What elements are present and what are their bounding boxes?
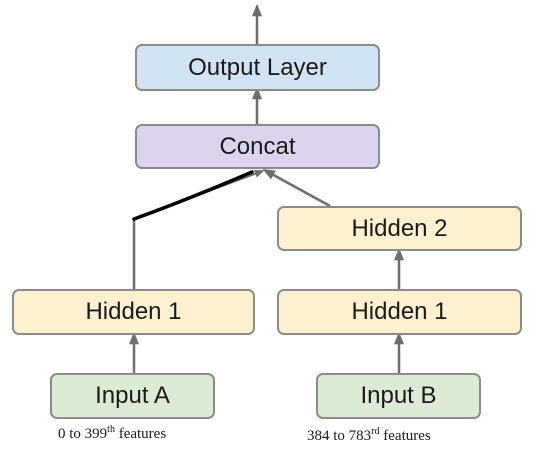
input-b-caption-ordinal: rd bbox=[371, 426, 380, 437]
hidden-1-right-node: Hidden 1 bbox=[277, 289, 522, 335]
hand-drawn-annotation-stroke bbox=[132, 170, 254, 221]
input-a-caption-suffix: features bbox=[114, 426, 167, 442]
input-b-label: Input B bbox=[360, 382, 437, 409]
input-a-caption: 0 to 399th features bbox=[58, 424, 167, 443]
concat-node: Concat bbox=[135, 124, 380, 169]
concat-label: Concat bbox=[219, 132, 296, 160]
input-a-node: Input A bbox=[50, 373, 215, 419]
input-b-caption-suffix: features bbox=[379, 428, 431, 444]
hidden-2-label: Hidden 2 bbox=[351, 214, 448, 242]
input-a-caption-range: 0 to 399 bbox=[58, 426, 108, 442]
input-b-node: Input B bbox=[316, 373, 481, 419]
hidden-1-right-label: Hidden 1 bbox=[351, 298, 448, 325]
input-a-label: Input A bbox=[95, 382, 170, 409]
input-b-caption: 384 to 783rd features bbox=[307, 426, 431, 445]
input-b-caption-range: 384 to 783 bbox=[307, 428, 372, 444]
right-branch-to-concat-arrow bbox=[262, 168, 331, 208]
output-layer-node: Output Layer bbox=[135, 44, 380, 91]
input-a-caption-ordinal: th bbox=[107, 424, 115, 435]
hidden-2-node: Hidden 2 bbox=[277, 206, 522, 251]
hidden-1-left-label: Hidden 1 bbox=[85, 298, 182, 325]
output-layer-label: Output Layer bbox=[188, 53, 327, 81]
hidden-1-left-node: Hidden 1 bbox=[12, 289, 255, 335]
